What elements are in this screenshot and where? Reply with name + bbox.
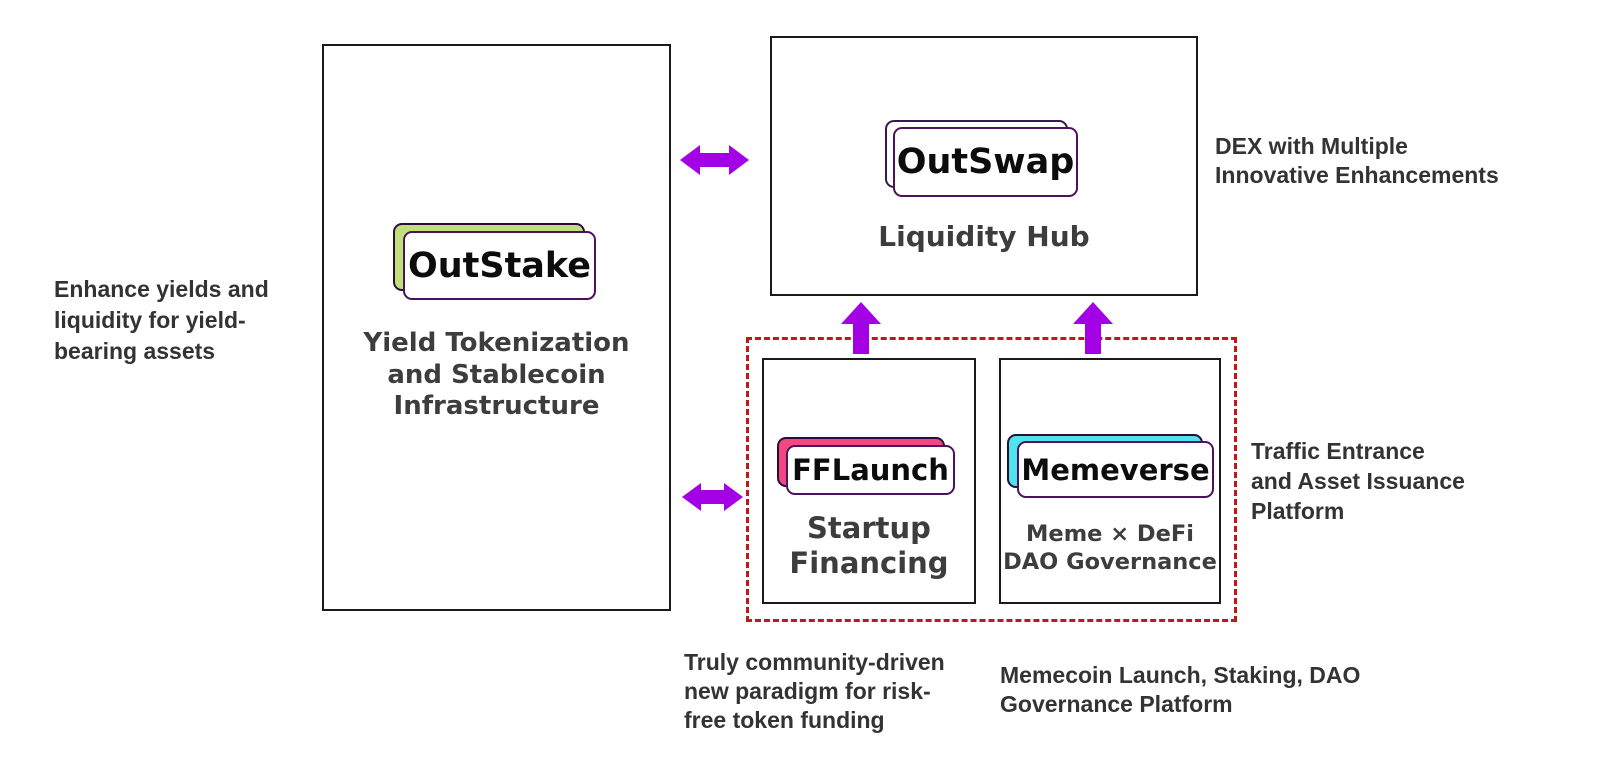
left-note: Enhance yields and liquidity for yield- … <box>54 276 269 364</box>
outswap-logo: OutSwap <box>885 120 1078 197</box>
outstake-logo: OutStake <box>393 223 596 300</box>
up-arrow-icon <box>1073 302 1113 354</box>
memeverse-subtitle: Meme × DeFi DAO Governance <box>1003 521 1217 575</box>
launch-platform-group <box>746 337 1237 622</box>
outswap-note: DEX with Multiple Innovative Enhancement… <box>1215 133 1499 188</box>
fflaunch-logo: FFLaunch <box>777 437 955 495</box>
group-note: Traffic Entrance and Asset Issuance Plat… <box>1251 438 1465 524</box>
fflaunch-subtitle: Startup Financing <box>789 511 949 580</box>
outswap-logo-text: OutSwap <box>893 127 1078 197</box>
memeverse-logo-text: Memeverse <box>1017 441 1214 498</box>
outswap-subtitle: Liquidity Hub <box>878 220 1090 253</box>
double-arrow-icon <box>682 483 743 511</box>
outstake-logo-text: OutStake <box>403 231 596 300</box>
fflaunch-logo-text: FFLaunch <box>786 445 955 495</box>
memeverse-logo: Memeverse <box>1007 434 1214 498</box>
up-arrow-icon <box>841 302 881 354</box>
fflaunch-note: Truly community-driven new paradigm for … <box>684 649 945 733</box>
memeverse-note: Memecoin Launch, Staking, DAO Governance… <box>1000 662 1361 717</box>
outstake-box <box>322 44 671 611</box>
double-arrow-icon <box>680 145 749 175</box>
outstake-subtitle: Yield Tokenization and Stablecoin Infras… <box>363 328 630 421</box>
